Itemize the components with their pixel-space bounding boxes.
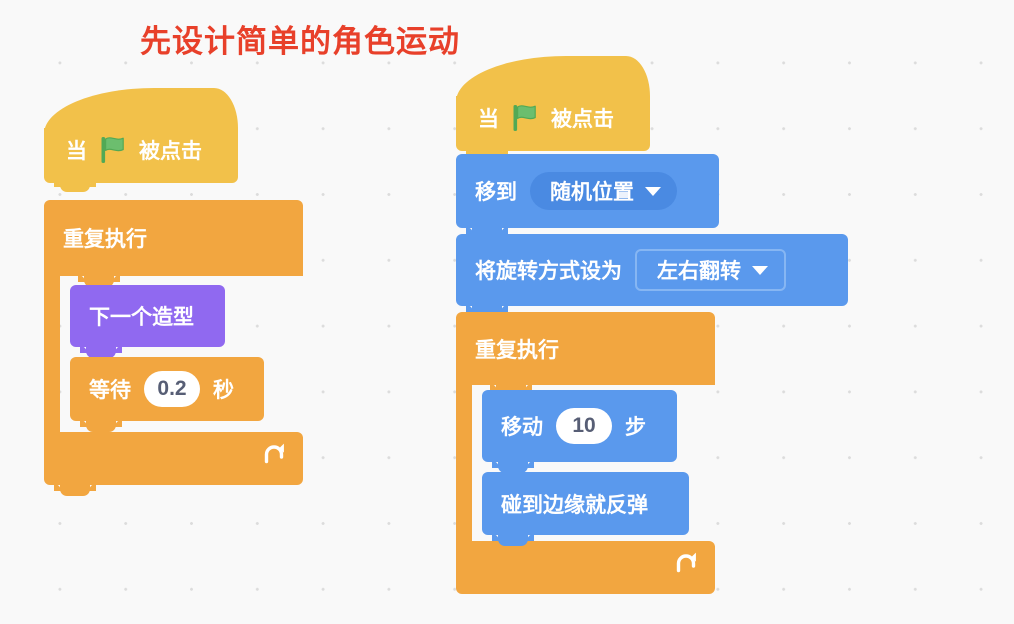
hat-content: 当 被点击 <box>478 98 614 138</box>
when-label: 当 <box>66 140 87 163</box>
move-label: 移动 <box>501 416 543 439</box>
hat-bottom-notch <box>54 180 96 192</box>
block-bottom-notch <box>466 227 508 239</box>
chevron-down-icon <box>645 186 661 196</box>
goto-label: 移到 <box>475 181 517 204</box>
wait-seconds-input[interactable]: 0.2 <box>144 371 200 407</box>
seconds-unit-label: 秒 <box>213 379 234 402</box>
if-on-edge-bounce-label: 碰到边缘就反弹 <box>501 493 648 517</box>
block-bottom-notch <box>80 346 122 358</box>
repeat-header <box>456 312 715 385</box>
next-costume-label: 下一个造型 <box>89 306 194 329</box>
goto-target-value: 随机位置 <box>550 181 634 204</box>
when-label: 当 <box>478 108 499 131</box>
green-flag-icon <box>100 136 126 164</box>
repeat-bottom-notch <box>54 484 96 496</box>
when-flag-clicked-hat-block-left[interactable]: 当 被点击 <box>44 88 238 192</box>
move-steps-block[interactable]: 移动 10 步 <box>482 390 677 473</box>
loop-arrow-icon <box>674 552 700 578</box>
green-flag-icon <box>512 104 538 132</box>
next-costume-block[interactable]: 下一个造型 <box>70 285 225 358</box>
chevron-down-icon <box>752 265 768 275</box>
block-bottom-notch <box>466 305 508 317</box>
block-bottom-notch <box>492 534 534 546</box>
if-on-edge-bounce-block[interactable]: 碰到边缘就反弹 <box>482 472 689 546</box>
wait-seconds-block[interactable]: 等待 0.2 秒 <box>70 357 264 432</box>
repeat-left-arm <box>456 385 472 541</box>
when-flag-clicked-hat-block-right[interactable]: 当 被点击 <box>456 56 650 160</box>
steps-unit-label: 步 <box>625 416 646 439</box>
block-bottom-notch <box>492 461 534 473</box>
repeat-left-arm <box>44 276 60 432</box>
page-title: 先设计简单的角色运动 <box>140 24 460 59</box>
loop-arrow-icon <box>262 443 288 469</box>
goto-target-dropdown[interactable]: 随机位置 <box>530 172 677 210</box>
block-bottom-notch <box>80 420 122 432</box>
hat-body <box>456 96 650 151</box>
repeat-header <box>44 200 303 276</box>
clicked-label: 被点击 <box>139 140 202 163</box>
set-rotation-style-block[interactable]: 将旋转方式设为 左右翻转 <box>456 234 848 317</box>
rotation-style-dropdown[interactable]: 左右翻转 <box>635 249 786 291</box>
hat-body <box>44 128 238 183</box>
rotation-style-value: 左右翻转 <box>657 260 741 283</box>
hat-content: 当 被点击 <box>66 130 202 170</box>
move-steps-input[interactable]: 10 <box>556 408 612 444</box>
repeat-footer <box>44 432 303 485</box>
goto-block[interactable]: 移到 随机位置 <box>456 154 719 239</box>
wait-label: 等待 <box>89 379 131 402</box>
clicked-label: 被点击 <box>551 108 614 131</box>
repeat-inner-notch <box>78 275 120 287</box>
repeat-label: 重复执行 <box>63 228 147 251</box>
set-rotation-style-label: 将旋转方式设为 <box>475 260 622 283</box>
repeat-footer <box>456 541 715 594</box>
repeat-label: 重复执行 <box>475 338 559 362</box>
